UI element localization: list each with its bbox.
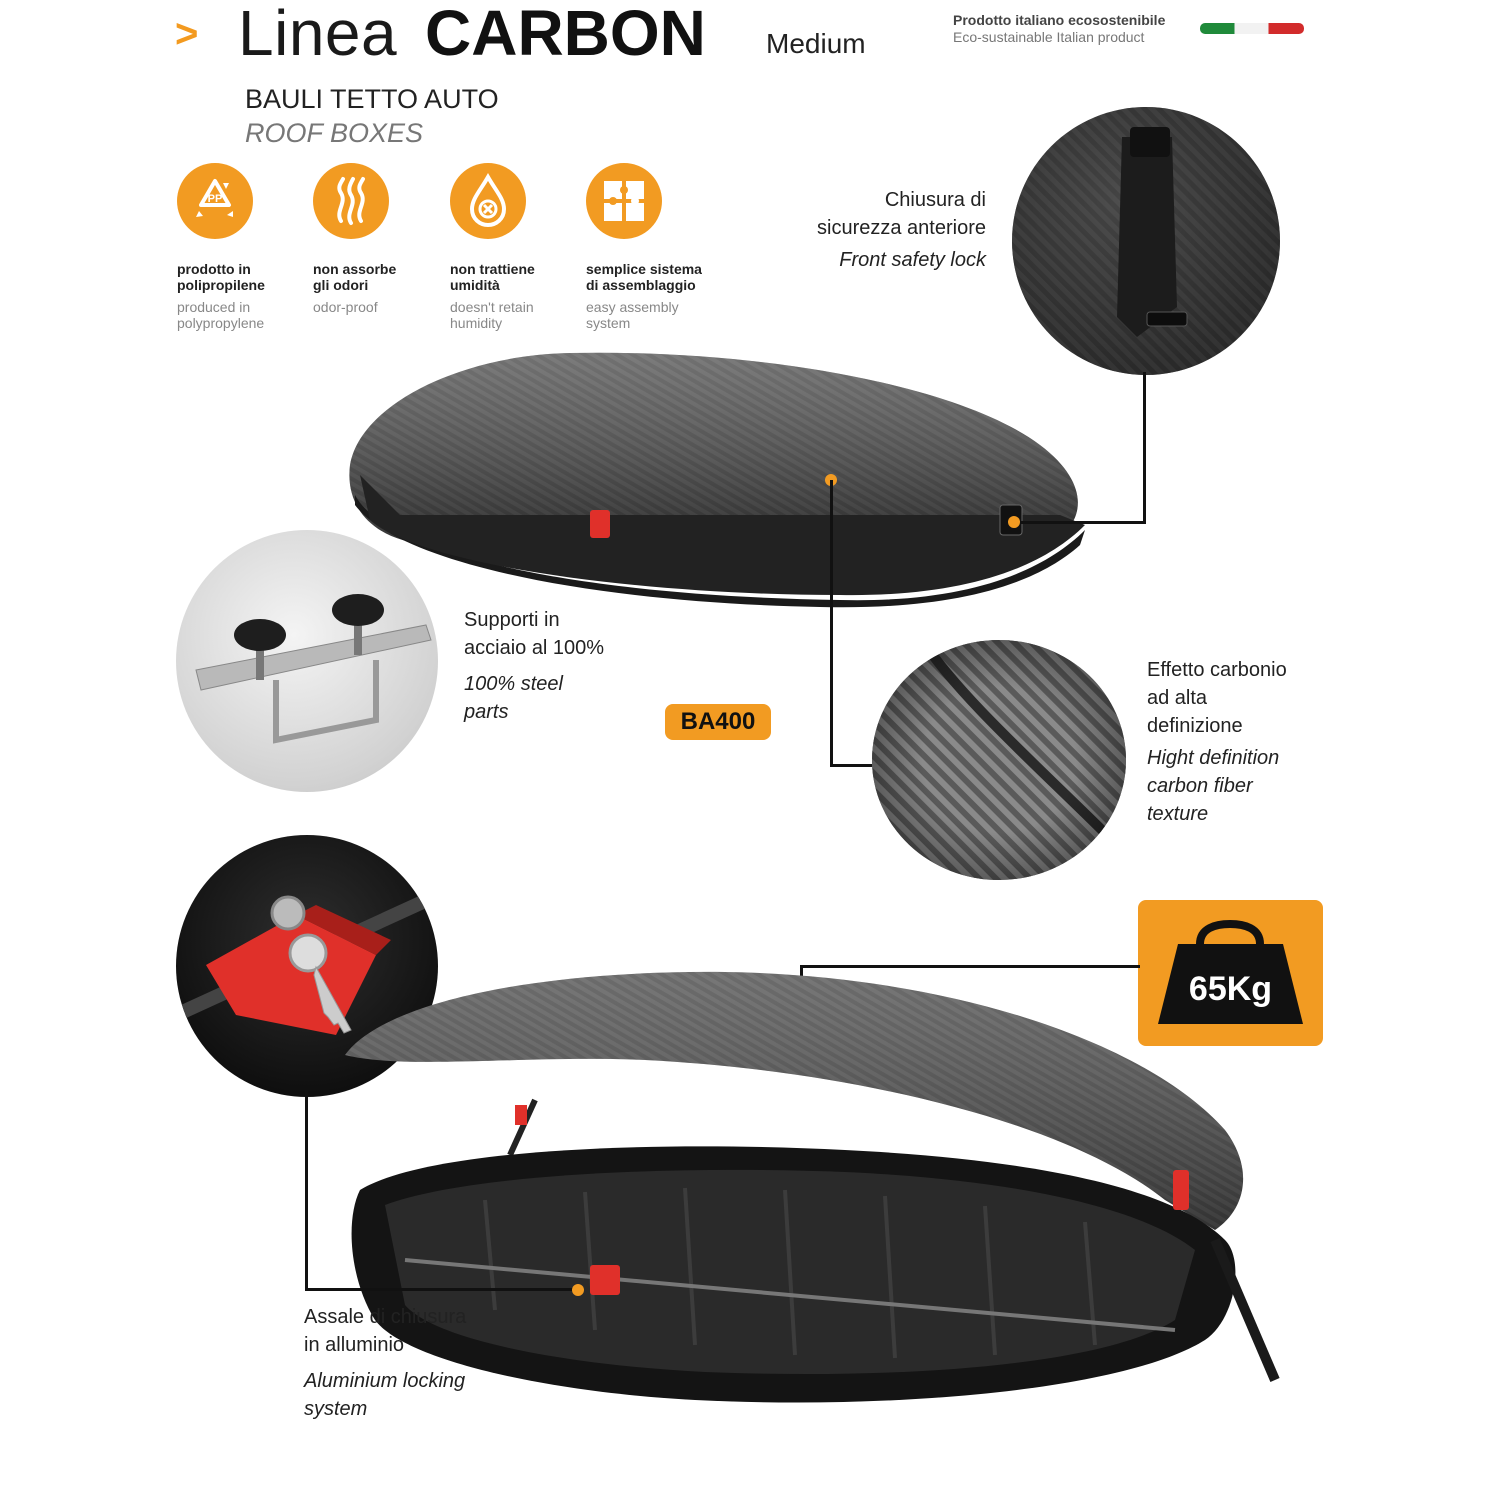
callout-axle-en-2: system — [304, 1398, 368, 1420]
pp-text: PP — [207, 193, 223, 205]
callout-dot — [572, 1284, 584, 1296]
roof-box-closed-image — [349, 352, 1085, 608]
recycle-pp-icon: PP — [177, 163, 253, 239]
puzzle-assembly-icon — [586, 163, 662, 239]
feature-label-en: doesn't retain humidity — [450, 299, 534, 331]
callout-front-lock: Chiusura di sicurezza anteriore Front sa… — [790, 186, 986, 274]
feature-label-en: produced in polypropylene — [177, 299, 265, 331]
feature-polypropylene: PP prodotto in polipropilene produced in… — [177, 163, 327, 331]
feature-assembly: semplice sistema di assemblaggio easy as… — [586, 163, 736, 331]
callout-lock-it-1: Chiusura di — [884, 189, 986, 211]
feature-label-it: non assorbe gli odori — [313, 261, 397, 293]
eco-label-en: Eco-sustainable Italian product — [953, 29, 1145, 45]
roof-box-open-image — [345, 971, 1280, 1403]
title-linea: Linea — [238, 0, 398, 69]
callout-axle-it-2: in alluminio — [304, 1334, 405, 1356]
feature-label-en: easy assembly system — [586, 299, 679, 331]
category-it: BAULI TETTO AUTO — [245, 84, 499, 114]
callout-carbon-it-3: definizione — [1147, 715, 1243, 737]
key-lock-image — [176, 835, 438, 1097]
callout-carbon-it-1: Effetto carbonio — [1147, 659, 1287, 681]
connector-line — [830, 480, 833, 766]
callout-dot — [1008, 516, 1020, 528]
callout-carbon-en-1: Hight definition — [1147, 747, 1280, 769]
italian-flag-icon — [1200, 23, 1304, 34]
odor-waves-icon — [313, 163, 389, 239]
model-code-badge: BA400 — [665, 704, 771, 740]
callout-axle-en-1: Aluminium locking — [304, 1370, 466, 1392]
connector-line — [1143, 372, 1146, 524]
feature-odor-proof: non assorbe gli odori odor-proof — [313, 163, 463, 315]
connector-line — [1018, 521, 1146, 524]
callout-steel-en-1: 100% steel — [464, 673, 563, 695]
connector-line — [305, 1090, 308, 1290]
weight-badge: 65Kg — [1138, 900, 1323, 1046]
callout-axle-it-1: Assale di chiusura — [304, 1306, 467, 1328]
connector-line — [800, 965, 1140, 968]
header-arrow: > — [175, 12, 199, 56]
callout-steel-it-2: acciaio al 100% — [464, 637, 605, 659]
lock-closeup-image — [1012, 107, 1280, 375]
feature-label-en: odor-proof — [313, 299, 378, 315]
callout-steel: Supporti in acciaio al 100% 100% steel p… — [464, 606, 644, 726]
eco-label-it: Prodotto italiano ecosostenibile — [953, 12, 1166, 28]
variant-label: Medium — [766, 28, 866, 59]
feature-label-it: non trattiene umidità — [450, 261, 535, 293]
callout-steel-en-2: parts — [464, 701, 509, 723]
feature-label-it: prodotto in polipropilene — [177, 261, 265, 293]
carbon-texture-image — [872, 640, 1126, 880]
weight-value: 65Kg — [1188, 970, 1273, 1008]
connector-line — [830, 764, 876, 767]
steel-parts-image — [176, 530, 438, 792]
callout-carbon: Effetto carbonio ad alta definizione Hig… — [1147, 656, 1347, 828]
category-en: ROOF BOXES — [245, 118, 424, 148]
feature-humidity: non trattiene umidità doesn't retain hum… — [450, 163, 600, 331]
callout-steel-it-1: Supporti in — [464, 609, 560, 631]
callout-carbon-en-2: carbon fiber — [1147, 775, 1253, 797]
humidity-drop-icon — [450, 163, 526, 239]
callout-lock-it-2: sicurezza anteriore — [817, 217, 986, 239]
callout-lock-en: Front safety lock — [839, 249, 986, 271]
callout-carbon-en-3: texture — [1147, 803, 1209, 825]
callout-carbon-it-2: ad alta — [1147, 687, 1208, 709]
title-carbon: CARBON — [425, 0, 706, 69]
callout-axle: Assale di chiusura in alluminio Aluminiu… — [304, 1303, 524, 1423]
connector-line — [305, 1288, 577, 1291]
feature-label-it: semplice sistema di assemblaggio — [586, 261, 702, 293]
